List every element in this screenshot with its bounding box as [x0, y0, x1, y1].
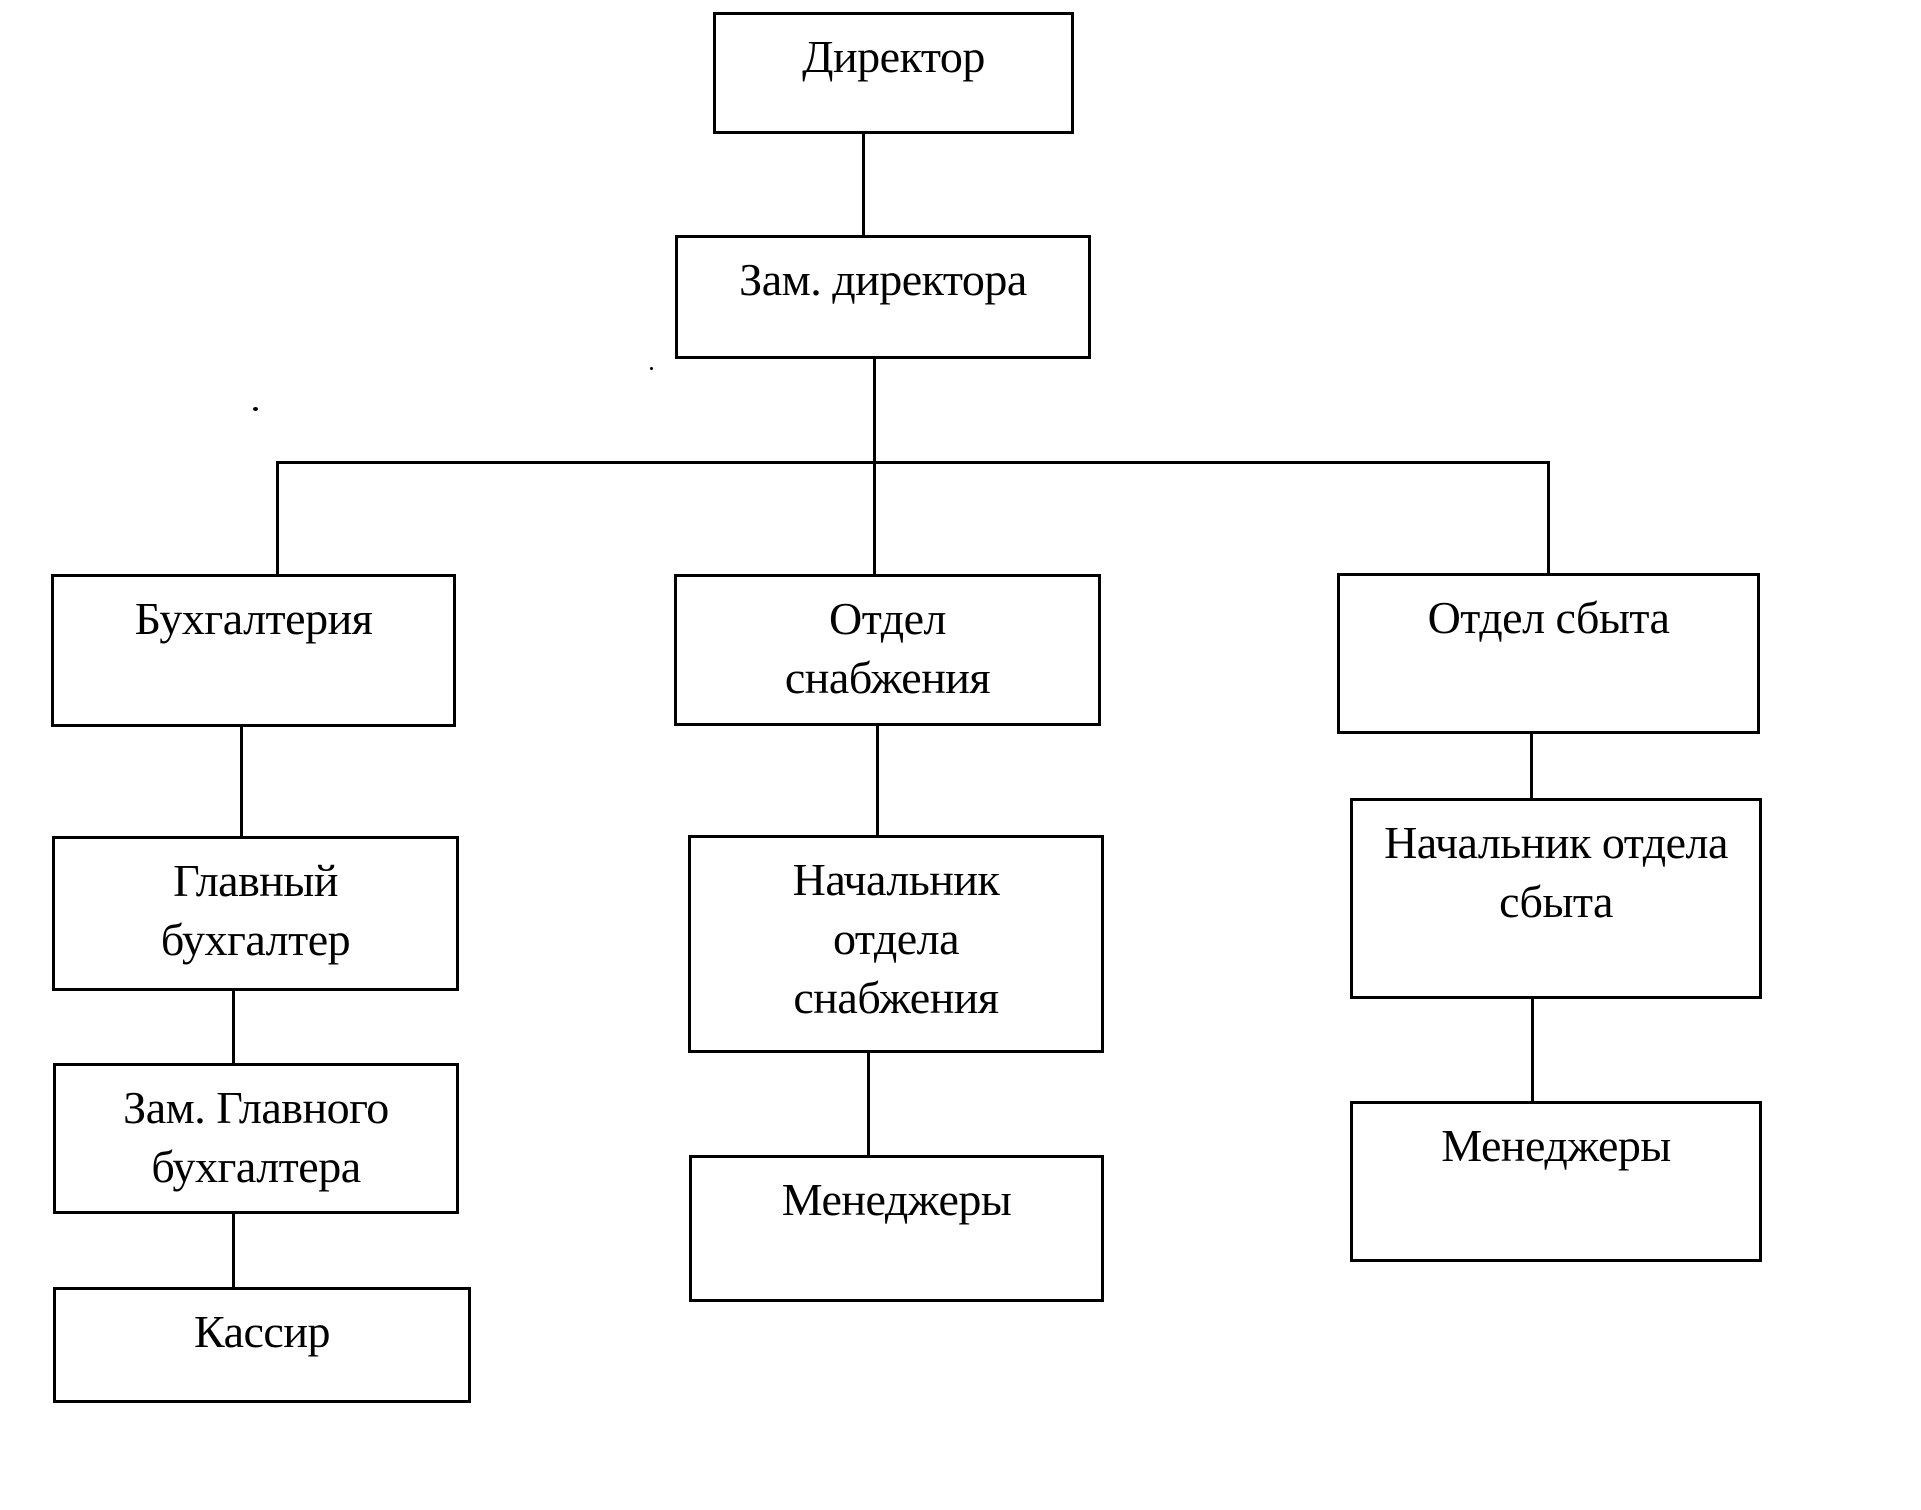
- node-supply-head: Начальник отдела снабжения: [688, 835, 1104, 1053]
- node-supply-head-label-line3: снабжения: [793, 972, 999, 1023]
- node-sales-dept-label: Отдел сбыта: [1427, 592, 1670, 643]
- node-accounting: Бухгалтерия: [51, 574, 456, 727]
- node-sales-dept: Отдел сбыта: [1337, 573, 1760, 734]
- connector-director-deputy: [862, 123, 865, 238]
- node-chief-accountant-label-line1: Главный: [173, 855, 338, 906]
- node-supply-managers: Менеджеры: [689, 1155, 1104, 1302]
- node-accounting-label: Бухгалтерия: [134, 593, 373, 644]
- node-cashier: Кассир: [53, 1287, 471, 1403]
- node-sales-managers: Менеджеры: [1350, 1101, 1762, 1262]
- node-supply-dept-label-line2: снабжения: [784, 652, 991, 703]
- node-chief-accountant-label-line2: бухгалтер: [160, 914, 351, 965]
- node-supply-head-label-line1: Начальник: [792, 854, 1000, 905]
- node-sales-head-label-line2: сбыта: [1499, 876, 1613, 927]
- node-deputy-chief-accountant-label-line1: Зам. Главного: [123, 1082, 389, 1133]
- node-cashier-label: Кассир: [194, 1306, 330, 1357]
- connector-bus-horizontal: [276, 461, 1550, 464]
- scan-speck: [650, 367, 653, 370]
- connector-chief-deputy-chief: [232, 988, 235, 1065]
- connector-sales-head: [1530, 723, 1533, 800]
- node-sales-head: Начальник отдела сбыта: [1350, 798, 1762, 999]
- node-sales-head-label-line1: Начальник отдела: [1384, 817, 1728, 868]
- connector-deputy-chief-cashier: [232, 1211, 235, 1289]
- node-supply-head-label-line2: отдела: [832, 913, 960, 964]
- node-director: Директор: [713, 12, 1074, 134]
- node-director-label: Директор: [802, 31, 985, 82]
- node-chief-accountant: Главный бухгалтер: [52, 836, 459, 991]
- connector-accounting-chief: [240, 724, 243, 838]
- node-deputy-director-label: Зам. директора: [739, 254, 1027, 305]
- connector-deputy-bus: [873, 356, 876, 576]
- node-deputy-chief-accountant: Зам. Главного бухгалтера: [53, 1063, 459, 1214]
- connector-supply-head-managers: [867, 1050, 870, 1157]
- node-deputy-chief-accountant-label-line2: бухгалтера: [151, 1141, 361, 1192]
- connector-bus-accounting: [276, 461, 279, 576]
- node-supply-managers-label: Менеджеры: [781, 1174, 1012, 1225]
- node-deputy-director: Зам. директора: [675, 235, 1091, 359]
- connector-supply-head: [876, 723, 879, 837]
- scan-speck: [253, 407, 258, 411]
- node-sales-managers-label: Менеджеры: [1441, 1120, 1671, 1171]
- node-supply-dept-label-line1: Отдел: [829, 593, 947, 644]
- connector-bus-sales: [1547, 461, 1550, 575]
- node-supply-dept: Отдел снабжения: [674, 574, 1101, 726]
- connector-sales-head-managers: [1531, 988, 1534, 1103]
